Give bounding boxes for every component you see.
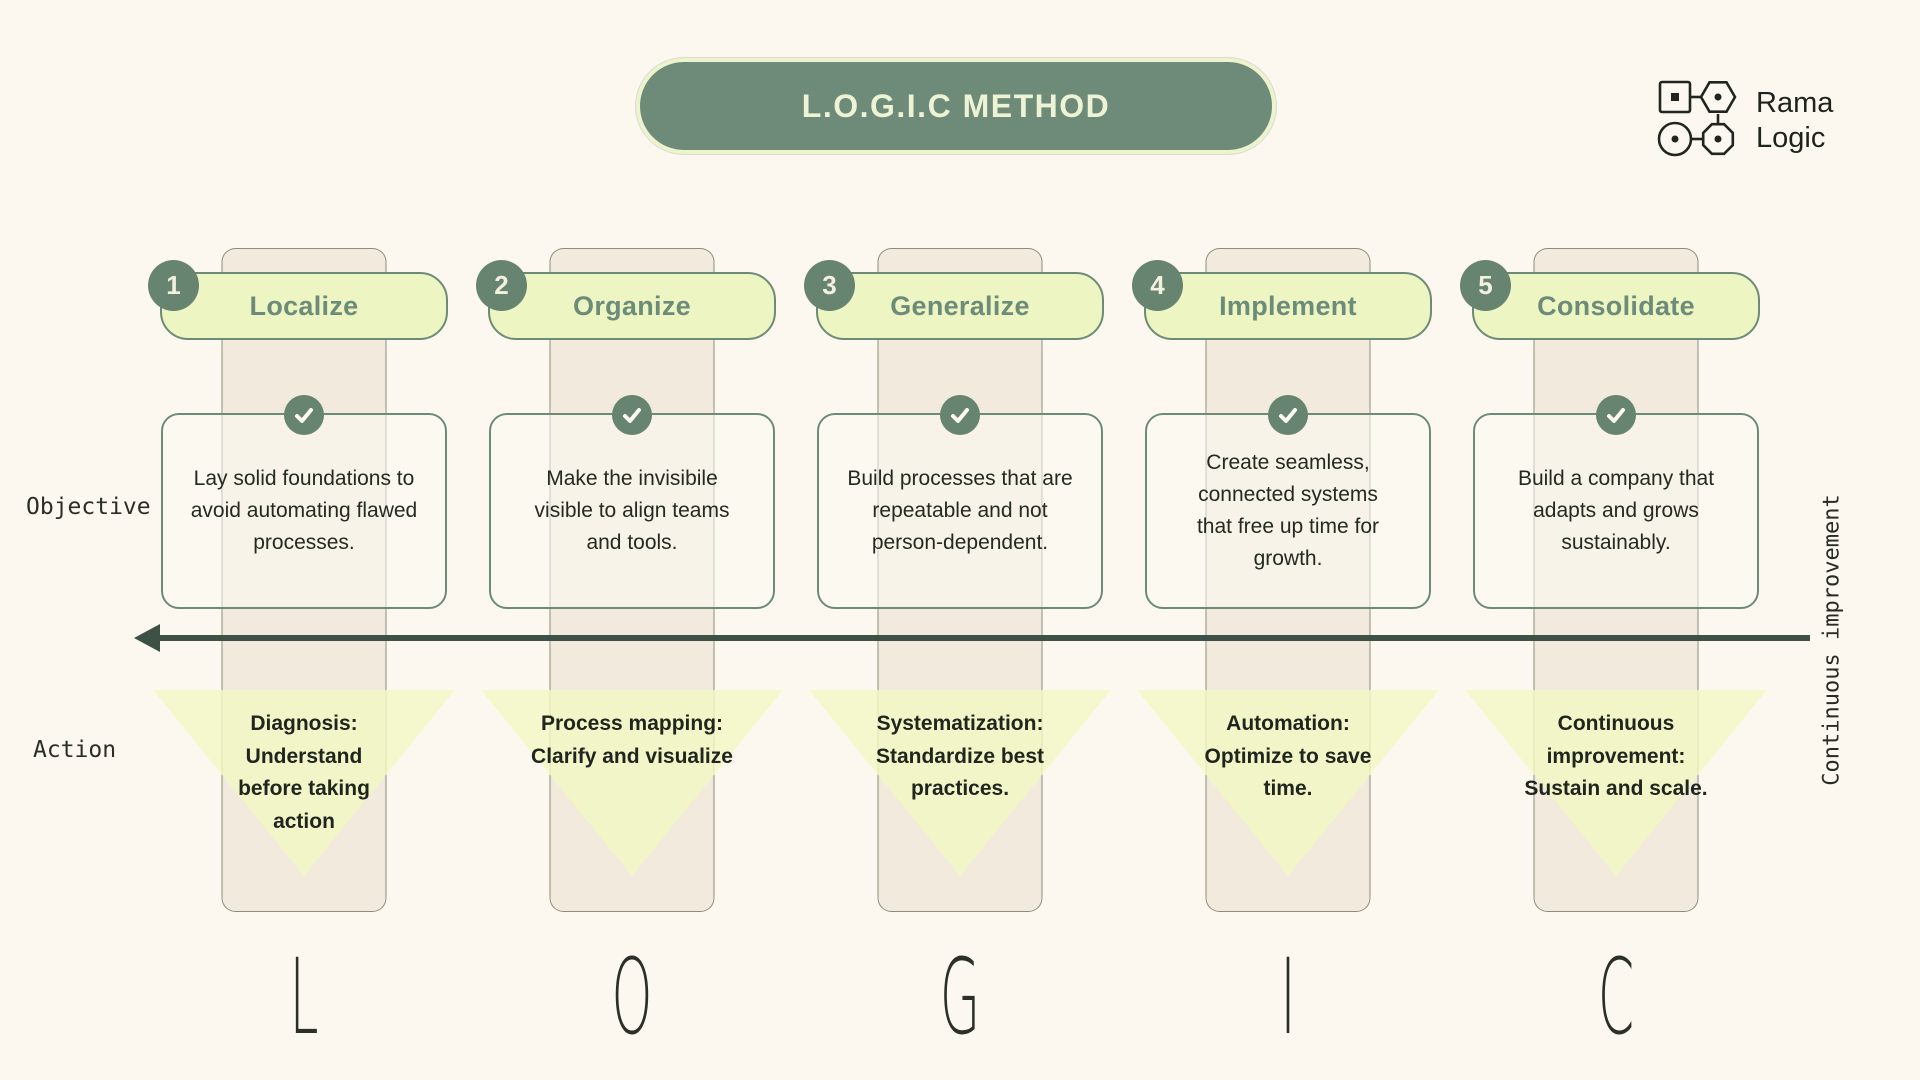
- column-localize: 1 Localize Lay solid foundations to avoi…: [140, 248, 468, 1080]
- continuous-improvement-arrow-line: [158, 635, 1810, 641]
- objective-card: Create seamless, connected systems that …: [1145, 395, 1431, 609]
- column-organize: 2 Organize Make the invisibile visible t…: [468, 248, 796, 1080]
- step-header-pill: 2 Organize: [476, 260, 776, 340]
- column-generalize: 3 Generalize Build processes that are re…: [796, 248, 1124, 1080]
- objective-card: Build a company that adapts and grows su…: [1473, 395, 1759, 609]
- rama-logic-logo: Rama Logic: [1656, 74, 1833, 167]
- continuous-improvement-label: Continuous improvement: [1819, 494, 1845, 786]
- action-text: Process mapping: Clarify and visualize: [531, 712, 733, 768]
- objective-card: Make the invisibile visible to align tea…: [489, 395, 775, 609]
- step-header-pill: 5 Consolidate: [1460, 260, 1760, 340]
- step-number-badge: 2: [476, 260, 527, 311]
- step-header-pill: 1 Localize: [148, 260, 448, 340]
- objective-text: Lay solid foundations to avoid automatin…: [190, 467, 418, 554]
- check-icon: [940, 395, 980, 435]
- acronym-letter: C: [1597, 936, 1635, 1058]
- column-implement: 4 Implement Create seamless, connected s…: [1124, 248, 1452, 1080]
- row-label-objective: Objective: [26, 494, 151, 520]
- step-name: Implement: [1219, 290, 1357, 321]
- step-name: Organize: [573, 290, 691, 321]
- column-consolidate: 5 Consolidate Build a company that adapt…: [1452, 248, 1780, 1080]
- step-name: Localize: [249, 290, 359, 321]
- action-text: Systematization: Standardize best practi…: [875, 712, 1045, 801]
- arrow-left-head-icon: [134, 624, 160, 652]
- step-header-pill: 4 Implement: [1132, 260, 1432, 340]
- method-columns: 1 Localize Lay solid foundations to avoi…: [140, 248, 1780, 1080]
- check-icon: [1268, 395, 1308, 435]
- logo-nodes-icon: [1656, 74, 1744, 167]
- objective-text: Create seamless, connected systems that …: [1196, 451, 1380, 570]
- acronym-letter: G: [939, 936, 981, 1058]
- step-number-badge: 4: [1132, 260, 1183, 311]
- objective-text: Make the invisibile visible to align tea…: [534, 467, 730, 554]
- acronym-letter: L: [289, 936, 319, 1058]
- step-name: Generalize: [890, 290, 1030, 321]
- step-number-badge: 3: [804, 260, 855, 311]
- acronym-letter: O: [611, 936, 653, 1058]
- logo-line-2: Logic: [1756, 121, 1826, 154]
- step-name: Consolidate: [1537, 290, 1695, 321]
- objective-card: Lay solid foundations to avoid automatin…: [161, 395, 447, 609]
- logo-line-1: Rama: [1756, 87, 1834, 120]
- page-title: L.O.G.I.C METHOD: [801, 87, 1111, 124]
- logo-wordmark: Rama Logic: [1756, 86, 1833, 154]
- row-label-action: Action: [33, 737, 117, 763]
- step-number-badge: 5: [1460, 260, 1511, 311]
- action-text: Diagnosis: Understand before taking acti…: [238, 712, 370, 833]
- step-header-pill: 3 Generalize: [804, 260, 1104, 340]
- objective-text: Build a company that adapts and grows su…: [1517, 467, 1715, 554]
- check-icon: [284, 395, 324, 435]
- action-text: Automation: Optimize to save time.: [1204, 712, 1372, 801]
- check-icon: [612, 395, 652, 435]
- acronym-letter: I: [1280, 936, 1296, 1058]
- objective-text: Build processes that are repeatable and …: [847, 467, 1073, 554]
- action-text: Continuous improvement: Sustain and scal…: [1524, 712, 1708, 801]
- check-icon: [1596, 395, 1636, 435]
- title-pill: L.O.G.I.C METHOD: [636, 58, 1276, 154]
- objective-card: Build processes that are repeatable and …: [817, 395, 1103, 609]
- step-number-badge: 1: [148, 260, 199, 311]
